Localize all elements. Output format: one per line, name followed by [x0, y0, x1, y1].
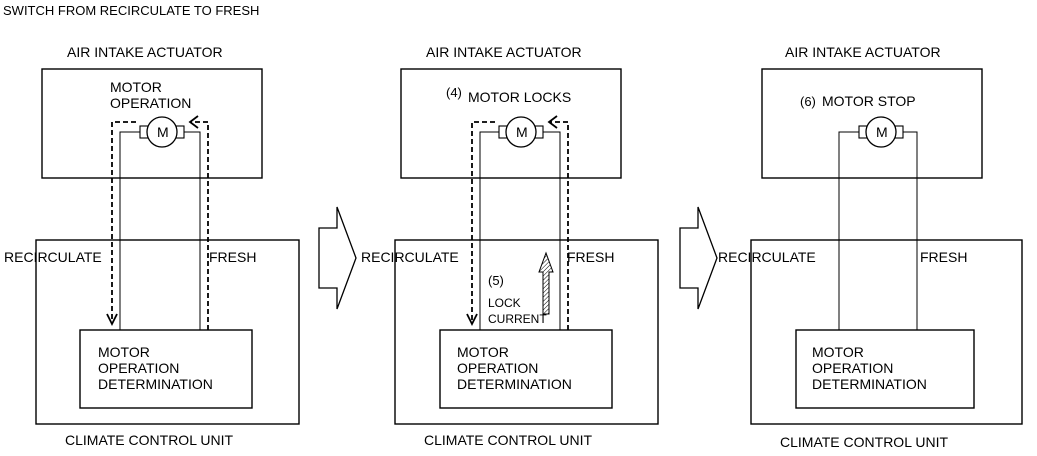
wire-left [838, 131, 859, 330]
motor-status-line1: MOTOR LOCKS [468, 89, 571, 105]
motor-status-line1: MOTOR [110, 79, 162, 95]
lock-line1: LOCK [488, 296, 521, 310]
panel-1: AIR INTAKE ACTUATOR MOTOR OPERATION M RE… [4, 44, 300, 448]
actuator-box [400, 68, 622, 179]
determination-line2: OPERATION [457, 360, 538, 376]
motor-icon: M [858, 116, 904, 148]
panel-3: AIR INTAKE ACTUATOR (6) MOTOR STOP M REC… [718, 44, 1023, 450]
motor-status-line1: MOTOR STOP [822, 93, 916, 109]
actuator-label: AIR INTAKE ACTUATOR [785, 44, 941, 60]
determination-line2: OPERATION [98, 360, 179, 376]
left-label: RECIRCULATE [4, 249, 102, 265]
unit-label: CLIMATE CONTROL UNIT [65, 432, 233, 448]
transition-arrow-2 [679, 206, 718, 310]
climate-control-box [750, 239, 1023, 425]
motor-icon: M [139, 116, 185, 148]
actuator-label: AIR INTAKE ACTUATOR [426, 44, 582, 60]
wire-right [543, 131, 561, 330]
determination-line3: DETERMINATION [98, 376, 213, 392]
actuator-label: AIR INTAKE ACTUATOR [67, 44, 223, 60]
wire-right [903, 131, 918, 330]
wire-right [184, 131, 201, 330]
motor-status-number: (6) [800, 94, 816, 109]
motor-status-number: (4) [446, 85, 462, 100]
motor-symbol: M [516, 124, 528, 140]
determination-line3: DETERMINATION [457, 376, 572, 392]
panel-2: AIR INTAKE ACTUATOR (4) MOTOR LOCKS M RE… [361, 44, 659, 448]
wire-left [479, 131, 499, 330]
climate-control-box [394, 239, 659, 425]
actuator-box [761, 68, 983, 179]
motor-symbol: M [876, 124, 888, 140]
right-label: FRESH [567, 249, 614, 265]
wire-left [119, 131, 140, 330]
determination-line1: MOTOR [457, 344, 509, 360]
determination-line1: MOTOR [98, 344, 150, 360]
transition-arrow-1 [318, 206, 357, 310]
actuator-box [41, 68, 263, 179]
determination-line3: DETERMINATION [812, 376, 927, 392]
motor-symbol: M [157, 124, 169, 140]
right-label: FRESH [209, 249, 256, 265]
unit-label: CLIMATE CONTROL UNIT [424, 432, 592, 448]
determination-box [79, 329, 253, 409]
lock-number: (5) [488, 273, 504, 288]
determination-box [439, 329, 613, 409]
diagram-title: SWITCH FROM RECIRCULATE TO FRESH [3, 3, 259, 18]
left-label: RECIRCULATE [361, 249, 459, 265]
motor-icon: M [498, 116, 544, 148]
determination-line2: OPERATION [812, 360, 893, 376]
right-label: FRESH [920, 249, 967, 265]
current-flow-arrows [466, 115, 569, 330]
lock-current-arrow-icon [538, 251, 554, 315]
motor-status-line2: OPERATION [110, 95, 191, 111]
determination-box [795, 329, 975, 409]
climate-control-box [35, 239, 300, 425]
determination-line1: MOTOR [812, 344, 864, 360]
lock-line2: CURRENT [488, 312, 547, 326]
unit-label: CLIMATE CONTROL UNIT [780, 434, 948, 450]
left-label: RECIRCULATE [718, 249, 816, 265]
current-flow-arrows [106, 115, 209, 330]
